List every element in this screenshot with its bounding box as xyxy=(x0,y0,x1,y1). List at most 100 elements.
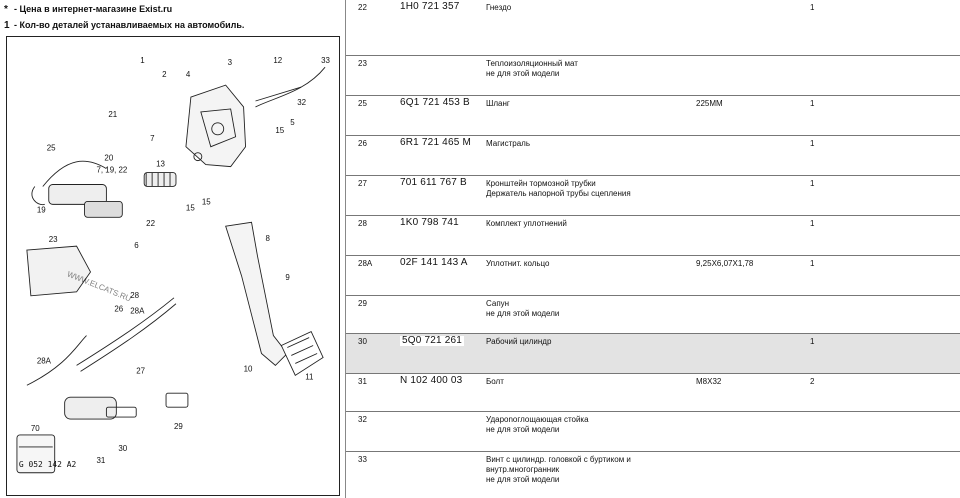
callout-1: 1 xyxy=(140,56,145,65)
row-part-name: Рабочий цилиндр xyxy=(486,337,552,346)
table-row[interactable]: 28 1K0 798 741 Комплект уплотнений 1 xyxy=(346,216,960,256)
legend-price-symbol: * xyxy=(4,4,8,15)
row-part-name: Шланг xyxy=(486,99,510,108)
callout-15c: 15 xyxy=(202,197,211,206)
row-part-name: Болт xyxy=(486,377,504,386)
row-quantity: 2 xyxy=(810,377,815,386)
table-row[interactable]: 27 701 611 767 B Кронштейн тормозной тру… xyxy=(346,176,960,216)
callout-7: 7 xyxy=(150,134,155,143)
row-part-name: Комплект уплотнений xyxy=(486,219,567,228)
table-row-selected[interactable]: 30 5Q0 721 261 Рабочий цилиндр 1 xyxy=(346,334,960,374)
callout-28a-bottom: 28A xyxy=(37,356,52,365)
row-part-number[interactable]: 701 611 767 B xyxy=(400,177,467,188)
callout-28: 28 xyxy=(130,291,139,300)
row-quantity: 1 xyxy=(810,3,815,12)
callout-22: 22 xyxy=(146,219,155,228)
row-note: 9,25X6,07X1,78 xyxy=(696,259,754,268)
legend: * - Цена в интернет-магазине Exist.ru 1 … xyxy=(4,2,344,34)
row-position: 22 xyxy=(358,3,367,12)
callout-15a: 15 xyxy=(186,203,195,212)
row-part-name: Гнездо xyxy=(486,3,512,12)
legend-qty-text: - Кол-во деталей устанавливаемых на авто… xyxy=(14,20,245,30)
row-position: 25 xyxy=(358,99,367,108)
callout-6: 6 xyxy=(134,241,139,250)
table-row[interactable]: 22 1H0 721 357 Гнездо 1 xyxy=(346,0,960,56)
callout-33: 33 xyxy=(321,56,330,65)
callout-21: 21 xyxy=(108,110,117,119)
callout-10: 10 xyxy=(244,364,253,373)
callout-27: 27 xyxy=(136,366,145,375)
row-position: 28 xyxy=(358,219,367,228)
legend-qty-line: 1 - Кол-во деталей устанавливаемых на ав… xyxy=(4,18,344,34)
row-quantity: 1 xyxy=(810,337,815,346)
legend-price-text: - Цена в интернет-магазине Exist.ru xyxy=(14,4,173,14)
row-position: 32 xyxy=(358,415,367,424)
row-part-number[interactable]: 6Q1 721 453 B xyxy=(400,97,470,108)
row-quantity: 1 xyxy=(810,219,815,228)
row-part-number[interactable]: 6R1 721 465 M xyxy=(400,137,471,148)
row-position: 30 xyxy=(358,337,367,346)
callout-32: 32 xyxy=(297,98,306,107)
legend-price-line: * - Цена в интернет-магазине Exist.ru xyxy=(4,2,344,18)
row-quantity: 1 xyxy=(810,139,815,148)
row-quantity: 1 xyxy=(810,179,815,188)
legend-qty-symbol: 1 xyxy=(4,20,10,31)
row-part-number[interactable]: 1H0 721 357 xyxy=(400,1,460,12)
row-position: 28A xyxy=(358,259,373,268)
row-position: 33 xyxy=(358,455,367,464)
row-part-number[interactable]: N 102 400 03 xyxy=(400,375,463,386)
callout-4: 4 xyxy=(186,70,191,79)
table-row[interactable]: 33 Винт с цилиндр. головкой с буртиком и… xyxy=(346,452,960,498)
table-row[interactable]: 31 N 102 400 03 Болт M8X32 2 xyxy=(346,374,960,412)
row-quantity: 1 xyxy=(810,259,815,268)
callout-23: 23 xyxy=(49,235,58,244)
row-position: 31 xyxy=(358,377,367,386)
parts-table: 22 1H0 721 357 Гнездо 1 23 Теплоизоляцио… xyxy=(346,0,960,498)
table-row[interactable]: 26 6R1 721 465 M Магистраль 1 xyxy=(346,136,960,176)
table-row[interactable]: 28A 02F 141 143 A Уплотнит. кольцо 9,25X… xyxy=(346,256,960,296)
row-part-number[interactable]: 1K0 798 741 xyxy=(400,217,459,228)
row-note: 225MM xyxy=(696,99,723,108)
callout-5: 5 xyxy=(290,118,295,127)
callout-7-19-22: 7, 19, 22 xyxy=(96,166,127,175)
callout-2: 2 xyxy=(162,70,167,79)
callout-3: 3 xyxy=(228,58,233,67)
row-part-number[interactable]: 02F 141 143 A xyxy=(400,257,468,268)
callout-29: 29 xyxy=(174,422,183,431)
callout-30: 30 xyxy=(118,444,127,453)
callout-13: 13 xyxy=(156,160,165,169)
callout-15b: 15 xyxy=(275,126,284,135)
row-quantity: 1 xyxy=(810,99,815,108)
callout-28a-top: 28A xyxy=(130,307,145,316)
callout-20: 20 xyxy=(104,154,113,163)
diagram-drawing: WWW.ELCATS.RU 1 2 3 4 5 6 7 7, 19, 22 8 … xyxy=(16,56,331,474)
label-plate-text: G 052 142 A2 xyxy=(19,460,77,469)
row-part-number[interactable]: 5Q0 721 261 xyxy=(400,335,465,346)
callout-26: 26 xyxy=(114,305,123,314)
column-divider xyxy=(345,0,346,498)
callout-9: 9 xyxy=(285,273,290,282)
row-part-name: Уплотнит. кольцо xyxy=(486,259,550,268)
callout-11: 11 xyxy=(305,372,314,381)
callout-70: 70 xyxy=(31,424,40,433)
row-position: 27 xyxy=(358,179,367,188)
row-note: M8X32 xyxy=(696,377,722,386)
callout-8: 8 xyxy=(265,234,270,243)
callout-19: 19 xyxy=(37,205,46,214)
callout-31: 31 xyxy=(96,456,105,465)
row-position: 26 xyxy=(358,139,367,148)
table-row[interactable]: 25 6Q1 721 453 B Шланг 225MM 1 xyxy=(346,96,960,136)
callout-12: 12 xyxy=(273,56,282,65)
row-position: 29 xyxy=(358,299,367,308)
exploded-parts-diagram: WWW.ELCATS.RU 1 2 3 4 5 6 7 7, 19, 22 8 … xyxy=(6,36,340,496)
callout-25: 25 xyxy=(47,144,56,153)
row-part-name: Магистраль xyxy=(486,139,530,148)
